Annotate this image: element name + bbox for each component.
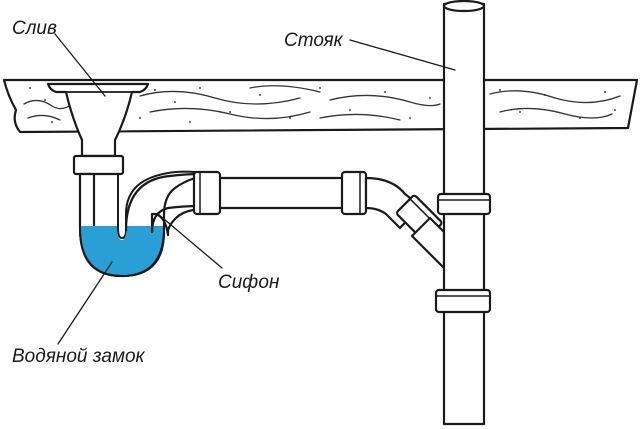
riser	[434, 0, 492, 426]
countertop-grain	[23, 85, 621, 121]
coupling-1	[192, 170, 222, 216]
water-seal	[81, 226, 163, 275]
branch-pipe	[124, 170, 446, 270]
label-riser-group: Стояк	[284, 30, 456, 71]
label-water-seal-group: Водяной замок	[12, 261, 146, 367]
label-drain-group: Слив	[12, 18, 106, 97]
riser-collar-top	[436, 192, 492, 216]
label-siphon-group: Сифон	[157, 213, 280, 293]
label-riser: Стояк	[284, 30, 344, 51]
label-drain: Слив	[12, 18, 57, 39]
label-siphon: Сифон	[218, 272, 280, 293]
riser-collar-bottom	[434, 288, 492, 314]
coupling-2	[340, 170, 368, 216]
siphon	[72, 154, 202, 278]
sink-drain	[46, 82, 150, 158]
countertop	[2, 78, 639, 134]
label-water-seal: Водяной замок	[12, 346, 146, 367]
